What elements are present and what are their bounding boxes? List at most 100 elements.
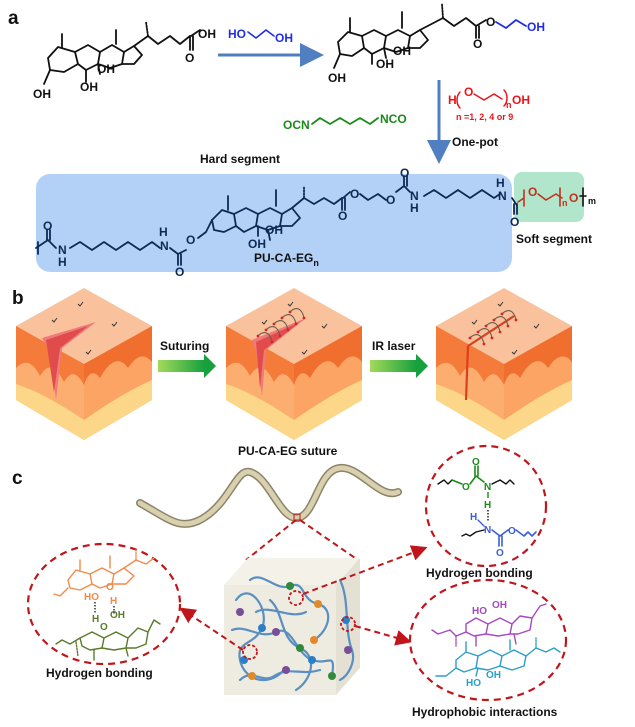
hb1-o-label: O bbox=[462, 482, 470, 493]
urethane2-h-label: H bbox=[159, 225, 168, 239]
skin-cube-wound bbox=[16, 288, 152, 440]
product-oh-12-label: OH bbox=[393, 44, 411, 58]
skin-cube-healed bbox=[436, 288, 572, 440]
suturing-label: Suturing bbox=[160, 339, 209, 353]
hard-segment-label: Hard segment bbox=[200, 152, 280, 166]
ethylene-glycol-reagent: HO OH bbox=[228, 27, 293, 45]
hb1-carbonyl-o-label: O bbox=[472, 457, 480, 468]
zoom-line-left bbox=[245, 519, 297, 561]
soft-segment-structure: O n O m bbox=[517, 185, 596, 208]
soft-segment-box bbox=[514, 172, 584, 222]
cholic-acid-labels: OH O OH OH OH bbox=[33, 27, 216, 101]
eg-oh-label: OH bbox=[275, 31, 293, 45]
polymer-urethane-o-label: O bbox=[386, 193, 395, 207]
green-oh-label: OH bbox=[110, 610, 125, 621]
polymer-urethane3-h-label: H bbox=[496, 176, 505, 190]
ester-ethylene-chain bbox=[495, 19, 527, 29]
product-labels: O O OH OH OH OH bbox=[328, 15, 545, 85]
hdi-reagent: OCN NCO bbox=[283, 112, 407, 132]
acid-oh-label: OH bbox=[198, 27, 216, 41]
polymer-oh-12-label: OH bbox=[265, 223, 283, 237]
arrow-to-right-callout bbox=[354, 625, 412, 646]
eg-ho-label: HO bbox=[228, 27, 246, 41]
callout-origin-top bbox=[288, 590, 304, 606]
soft-n-subscript: n bbox=[562, 198, 568, 208]
urethane2-ester-o-label: O bbox=[186, 233, 195, 247]
ir-laser-label: IR laser bbox=[372, 339, 416, 353]
urethane-n-label: N bbox=[58, 243, 67, 257]
callout-top-label: Hydrogen bonding bbox=[426, 566, 533, 580]
polymer-name-subscript: n bbox=[313, 258, 319, 268]
soft-o-label: O bbox=[528, 185, 537, 199]
oh-7-label: OH bbox=[80, 80, 98, 94]
peg-n-subscript: n bbox=[506, 100, 512, 110]
purple-oh-label: OH bbox=[492, 600, 507, 611]
ocn-label: OCN bbox=[283, 118, 310, 132]
polymer-ester-o-label: O bbox=[350, 187, 359, 201]
peg-o-label: O bbox=[464, 85, 473, 99]
suture-label: PU-CA-EG suture bbox=[238, 444, 338, 458]
acid-carbonyl-o-label: O bbox=[185, 51, 194, 65]
hb1-n-label: N bbox=[484, 482, 491, 493]
cholic-acid-structure bbox=[43, 21, 201, 85]
callout-origin-right bbox=[340, 616, 356, 632]
soft-segment-label: Soft segment bbox=[516, 232, 592, 246]
polymer-ester-carbonyl-label: O bbox=[338, 209, 347, 223]
suture-thread bbox=[137, 465, 401, 527]
arrow-to-left-callout bbox=[179, 607, 244, 651]
urethane2-carbonyl-o-label: O bbox=[175, 265, 184, 279]
hard-segment-structure bbox=[35, 175, 518, 266]
panel-letter-a: a bbox=[8, 8, 19, 29]
callout-hbond-steroid: HO O H H O OH bbox=[26, 542, 182, 666]
purple-ho-label: HO bbox=[472, 606, 487, 617]
hb2-h-label: H bbox=[470, 512, 477, 523]
urethane-h-label: H bbox=[58, 255, 67, 269]
arrow-to-top-callout bbox=[302, 545, 428, 595]
panel-letter-b: b bbox=[12, 288, 24, 309]
ir-laser-arrow-head bbox=[416, 354, 428, 378]
hb2-o-label: O bbox=[508, 526, 516, 537]
nco-label: NCO bbox=[380, 112, 407, 126]
polymer-urethane3-n-label: N bbox=[498, 189, 507, 203]
soft-terminal-o-label: O bbox=[569, 191, 578, 205]
peg-n-condition: n =1, 2, 4 or 9 bbox=[456, 112, 513, 122]
skin-cube-sutured bbox=[226, 288, 362, 440]
hb1-h-label: H bbox=[484, 500, 491, 511]
callout-origin-left bbox=[242, 644, 258, 660]
peg-reagent: H O n OH n =1, 2, 4 or 9 bbox=[448, 85, 530, 122]
polymer-urethane3-carbonyl-label: O bbox=[510, 215, 519, 229]
polymer-urethane-carbonyl-label: O bbox=[400, 166, 409, 180]
one-pot-label: One-pot bbox=[452, 135, 498, 149]
repeat-m-subscript: m bbox=[588, 196, 596, 206]
product-oh-7-label: OH bbox=[376, 57, 394, 71]
orange-o-label: O bbox=[106, 582, 114, 593]
product-oh-3-label: OH bbox=[328, 71, 346, 85]
ca-eg-product-structure bbox=[333, 3, 487, 69]
peg-oh-label: OH bbox=[512, 93, 530, 107]
polymer-urethane-h-label: H bbox=[410, 201, 419, 215]
oh-3-label: OH bbox=[33, 87, 51, 101]
blue-oh-label: OH bbox=[486, 670, 501, 681]
hard-segment-atom-labels: O N H H N O O OH OH O O O O N H H N O bbox=[43, 166, 519, 279]
polymer-urethane-n-label: N bbox=[410, 189, 419, 203]
callout-hydrophobic: HO OH HO OH bbox=[408, 578, 568, 702]
callout-bottom-label: Hydrophobic interactions bbox=[412, 705, 558, 719]
terminal-oh-label: OH bbox=[527, 20, 545, 34]
zoom-line-right bbox=[299, 519, 359, 561]
panel-letter-c: c bbox=[12, 468, 23, 489]
oh-12-label: OH bbox=[97, 62, 115, 76]
ester-carbonyl-o-label: O bbox=[473, 37, 482, 51]
green-h-label: H bbox=[92, 614, 99, 625]
polymer-name: PU-CA-EG bbox=[254, 251, 313, 265]
green-o-label: O bbox=[100, 622, 108, 633]
callout-hbond-urethane: O O N H H N O O bbox=[424, 444, 548, 568]
polymer-oh-7-label: OH bbox=[248, 237, 266, 251]
zoom-region-marker bbox=[293, 513, 301, 521]
ester-o-label: O bbox=[486, 15, 495, 29]
orange-ho-label: HO bbox=[84, 592, 99, 603]
ir-laser-arrow bbox=[370, 360, 416, 372]
callout-left-label: Hydrogen bonding bbox=[46, 666, 153, 680]
polymer-network-cube bbox=[224, 558, 360, 695]
hb2-n-label: N bbox=[484, 525, 491, 536]
